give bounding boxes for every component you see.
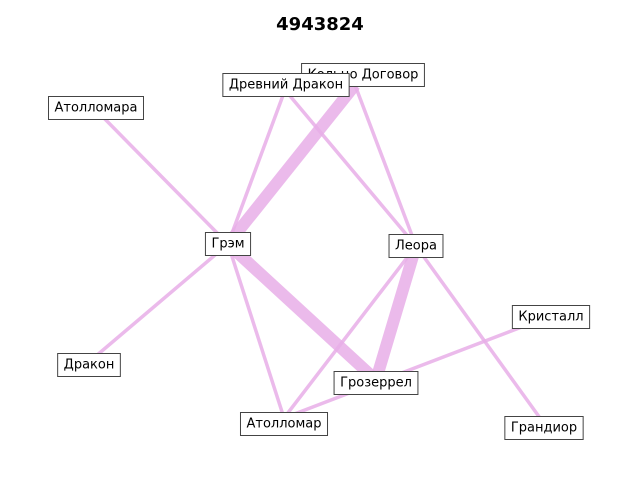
node-crystal: Кристалл — [511, 305, 591, 329]
node-label-atollomar: Атолломар — [246, 417, 321, 432]
node-grozerrel: Грозеррел — [333, 371, 419, 395]
node-label-ancient: Древний Дракон — [229, 78, 343, 93]
edge-grem-dragon — [94, 242, 230, 358]
node-leora: Леора — [388, 234, 444, 258]
node-box-atollmara — [48, 96, 144, 120]
node-grem: Грэм — [204, 232, 252, 256]
node-label-grandior: Грандиор — [511, 421, 577, 436]
node-box-dragon — [57, 353, 121, 377]
edge-grem-ancient — [226, 89, 287, 245]
node-label-dragon: Дракон — [64, 358, 115, 373]
node-atollmara: Атолломара — [48, 96, 144, 120]
node-box-grem — [204, 232, 252, 256]
node-box-leora — [388, 234, 444, 258]
node-box-crystal — [511, 305, 591, 329]
node-box-grandior — [504, 416, 584, 440]
graph-title: 4943824 — [276, 14, 364, 35]
edge-layer — [94, 81, 542, 420]
node-label-grem: Грэм — [211, 237, 244, 252]
edge-grem-atollomar — [226, 243, 286, 419]
edge-leora-grandior — [414, 244, 542, 420]
edge-leora-atollomar — [282, 244, 418, 420]
edge-leora-grozerrel — [370, 244, 422, 382]
edge-grem-atollmara — [96, 110, 230, 246]
node-box-grozerrel — [333, 371, 419, 395]
edge-grem-ring — [223, 81, 360, 248]
node-dragon: Дракон — [57, 353, 121, 377]
node-label-atollmara: Атолломара — [55, 101, 138, 116]
edge-ancient-leora — [283, 88, 418, 248]
node-ancient: Древний Дракон — [222, 73, 350, 97]
node-grandior: Грандиор — [504, 416, 584, 440]
node-box-atollomar — [239, 412, 329, 436]
edge-grem-grozerrel — [223, 239, 381, 385]
node-label-grozerrel: Грозеррел — [340, 376, 412, 391]
edge-ring-leora — [353, 84, 418, 247]
node-atollomar: Атолломар — [239, 412, 329, 436]
node-box-ancient — [222, 73, 350, 97]
node-label-leora: Леора — [395, 239, 437, 254]
edge-crystal-atollomar — [283, 318, 541, 420]
node-label-crystal: Кристалл — [518, 310, 583, 325]
